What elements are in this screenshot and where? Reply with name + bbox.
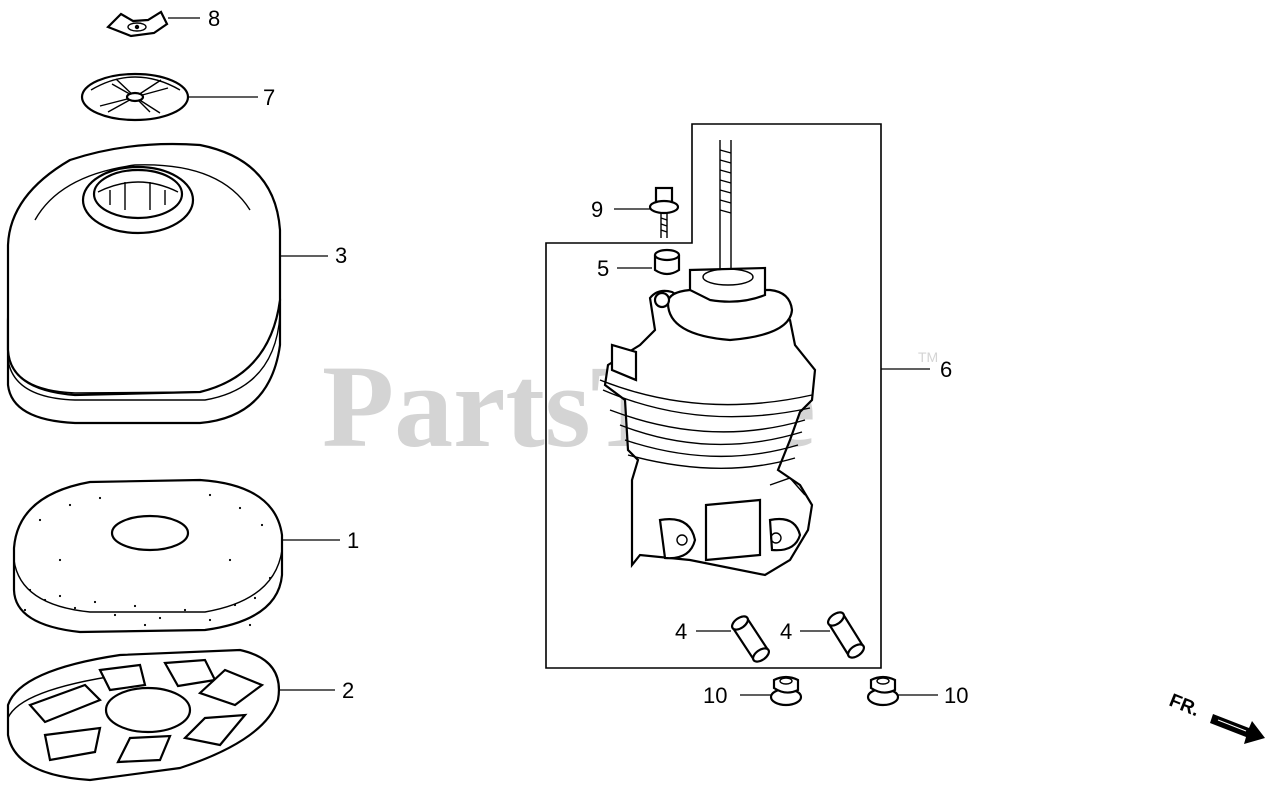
front-direction-arrow-icon [1210,714,1265,744]
watermark-trademark: TM [918,349,938,365]
callout-4a[interactable]: 4 [675,619,687,644]
flange-bolt-icon[interactable] [648,186,680,238]
callout-10a[interactable]: 10 [703,683,727,708]
front-direction-label: FR. [1166,690,1202,721]
dowel-pin-icon[interactable] [730,614,771,665]
front-direction-marker: FR. [1166,690,1265,744]
callout-1[interactable]: 1 [347,528,359,553]
spacer-collar-icon[interactable] [653,248,681,276]
assembly-bracket [545,123,882,669]
flange-nut-icon[interactable] [769,675,803,707]
flange-nut-icon[interactable] [866,675,900,707]
callout-7[interactable]: 7 [263,85,275,110]
callout-3[interactable]: 3 [335,243,347,268]
air-cleaner-cover-icon[interactable] [6,142,282,425]
air-cleaner-case-icon[interactable] [599,140,817,577]
callout-8[interactable]: 8 [208,6,220,31]
callout-10b[interactable]: 10 [944,683,968,708]
callout-6[interactable]: 6 [940,357,952,382]
callout-9[interactable]: 9 [591,197,603,222]
callout-2[interactable]: 2 [342,678,354,703]
filter-grid-plate-icon[interactable] [6,648,281,782]
wing-nut-icon[interactable] [106,10,169,38]
foam-filter-element-icon[interactable] [12,478,284,634]
cover-washer-icon[interactable] [80,72,190,122]
callout-5[interactable]: 5 [597,256,609,281]
dowel-pin-icon[interactable] [826,610,866,661]
callout-4b[interactable]: 4 [780,619,792,644]
